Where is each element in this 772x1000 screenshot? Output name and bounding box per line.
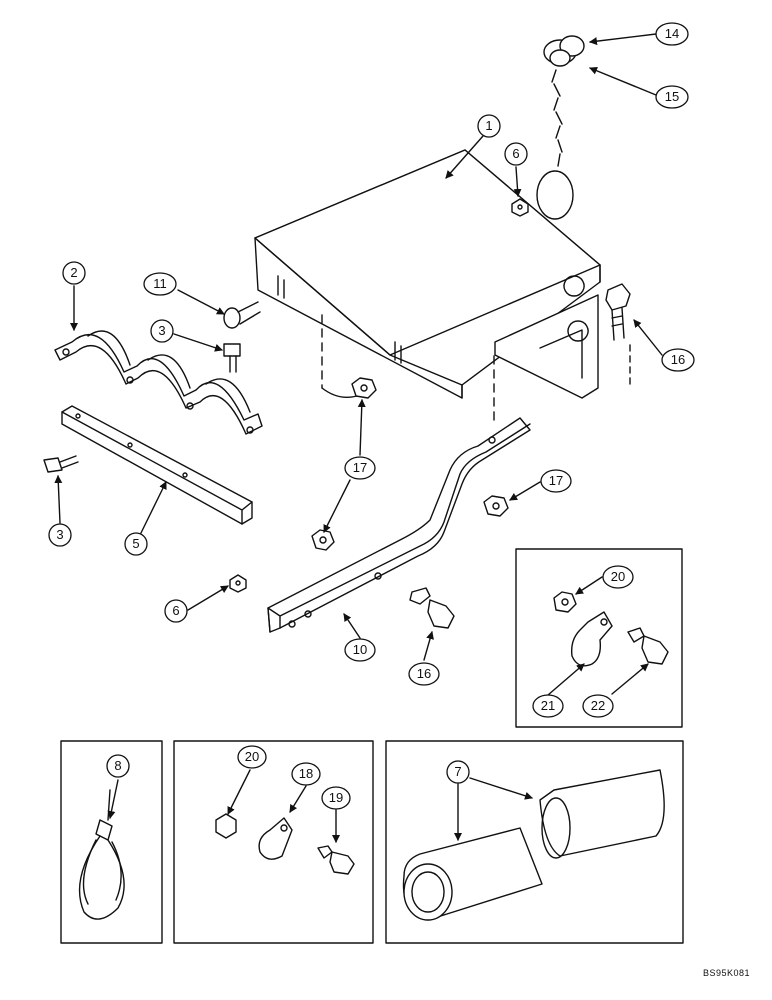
callout-17-right: 17: [540, 469, 572, 493]
flat-strap-part: [61, 405, 253, 525]
callout-3-upper: 3: [150, 319, 174, 343]
svg-text:5: 5: [132, 536, 139, 551]
svg-text:22: 22: [591, 698, 605, 713]
inset-box-clip: [173, 740, 374, 944]
svg-text:1: 1: [485, 118, 492, 133]
nut-6-upper: [511, 198, 529, 217]
svg-text:16: 16: [671, 352, 685, 367]
svg-text:15: 15: [665, 89, 679, 104]
svg-text:3: 3: [56, 527, 63, 542]
svg-text:10: 10: [353, 642, 367, 657]
bolt-16-lower: [409, 587, 455, 629]
callout-10: 10: [344, 638, 376, 662]
callout-17-upper: 17: [344, 456, 376, 480]
saddle-clamp-part: [54, 330, 263, 435]
callout-6-upper: 6: [504, 142, 528, 166]
svg-text:21: 21: [541, 698, 555, 713]
bolt-3-upper: [223, 343, 241, 373]
callout-21: 21: [532, 694, 564, 718]
nut-17-right: [483, 495, 509, 517]
callout-16-lower: 16: [408, 662, 440, 686]
svg-text:7: 7: [454, 764, 461, 779]
inset-box-clamp: [515, 548, 683, 728]
callout-3-lower: 3: [48, 523, 72, 547]
bolt-16-upper: [605, 283, 631, 341]
svg-text:16: 16: [417, 666, 431, 681]
callout-20-inset: 20: [602, 565, 634, 589]
carriage-bolt-11: [223, 301, 261, 329]
inset-box-sleeve: [385, 740, 684, 944]
reference-code: BS95K081: [702, 968, 750, 978]
offset-bar-part: [267, 417, 531, 633]
svg-text:6: 6: [512, 146, 519, 161]
inset-clamp-parts: [553, 591, 669, 667]
inset-clip-parts: [215, 813, 355, 875]
callout-18: 18: [291, 762, 321, 786]
svg-text:6: 6: [172, 603, 179, 618]
callout-14: 14: [655, 22, 689, 46]
callout-20-lower: 20: [237, 745, 267, 769]
callout-7: 7: [446, 760, 470, 784]
svg-text:17: 17: [353, 460, 367, 475]
callout-2: 2: [62, 261, 86, 285]
callout-15: 15: [655, 85, 689, 109]
cable-tie-part: [78, 789, 125, 920]
callout-16-upper: 16: [661, 348, 695, 372]
leader-lines: [54, 33, 663, 843]
bolt-3-lower: [43, 455, 79, 473]
svg-text:11: 11: [153, 276, 167, 291]
nut-17-lower-left: [311, 529, 335, 551]
sleeve-part: [402, 769, 665, 921]
callout-8: 8: [106, 754, 130, 778]
callout-1: 1: [477, 114, 501, 138]
svg-text:19: 19: [329, 790, 343, 805]
svg-text:20: 20: [245, 749, 259, 764]
callout-labels: 1 6 14 15 11 2 3 16 17 17 3 5 6 10 16 20…: [48, 22, 695, 810]
svg-text:18: 18: [299, 766, 313, 781]
svg-text:8: 8: [114, 758, 121, 773]
bracket-box-part: [254, 149, 631, 421]
svg-text:20: 20: [611, 569, 625, 584]
nut-17-upper: [351, 377, 377, 399]
svg-text:14: 14: [665, 26, 679, 41]
cap-and-chain: [536, 35, 585, 220]
callout-6-lower: 6: [164, 599, 188, 623]
callout-19: 19: [321, 786, 351, 810]
svg-text:17: 17: [549, 473, 563, 488]
nut-6-lower: [229, 574, 247, 593]
inset-box-tie: [60, 740, 163, 944]
svg-text:3: 3: [158, 323, 165, 338]
callout-11: 11: [143, 272, 177, 296]
svg-text:2: 2: [70, 265, 77, 280]
callout-22: 22: [582, 694, 614, 718]
callout-5: 5: [124, 532, 148, 556]
